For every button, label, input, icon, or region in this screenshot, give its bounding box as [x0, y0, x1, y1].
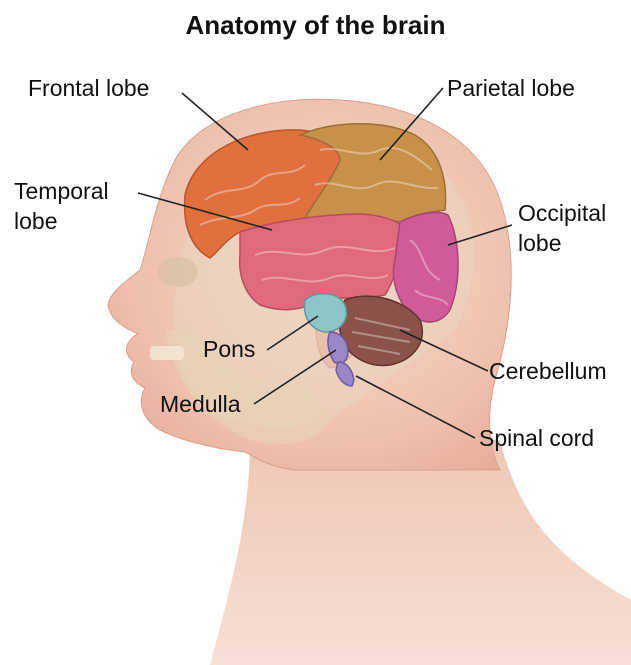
teeth-shape [150, 346, 184, 360]
label-temporal-lobe: Temporal lobe [14, 176, 109, 236]
label-occipital-line1: Occipital [518, 198, 606, 228]
label-medulla: Medulla [160, 389, 241, 419]
label-pons: Pons [203, 334, 255, 364]
label-parietal-lobe: Parietal lobe [447, 73, 575, 103]
neck-shape [210, 440, 631, 665]
label-frontal-lobe: Frontal lobe [28, 73, 149, 103]
label-spinal-cord: Spinal cord [479, 423, 594, 453]
label-temporal-line1: Temporal [14, 176, 109, 206]
label-occipital-lobe: Occipital lobe [518, 198, 606, 258]
label-cerebellum: Cerebellum [489, 356, 607, 386]
eye-socket [158, 257, 198, 287]
label-occipital-line2: lobe [518, 228, 606, 258]
label-temporal-line2: lobe [14, 206, 109, 236]
